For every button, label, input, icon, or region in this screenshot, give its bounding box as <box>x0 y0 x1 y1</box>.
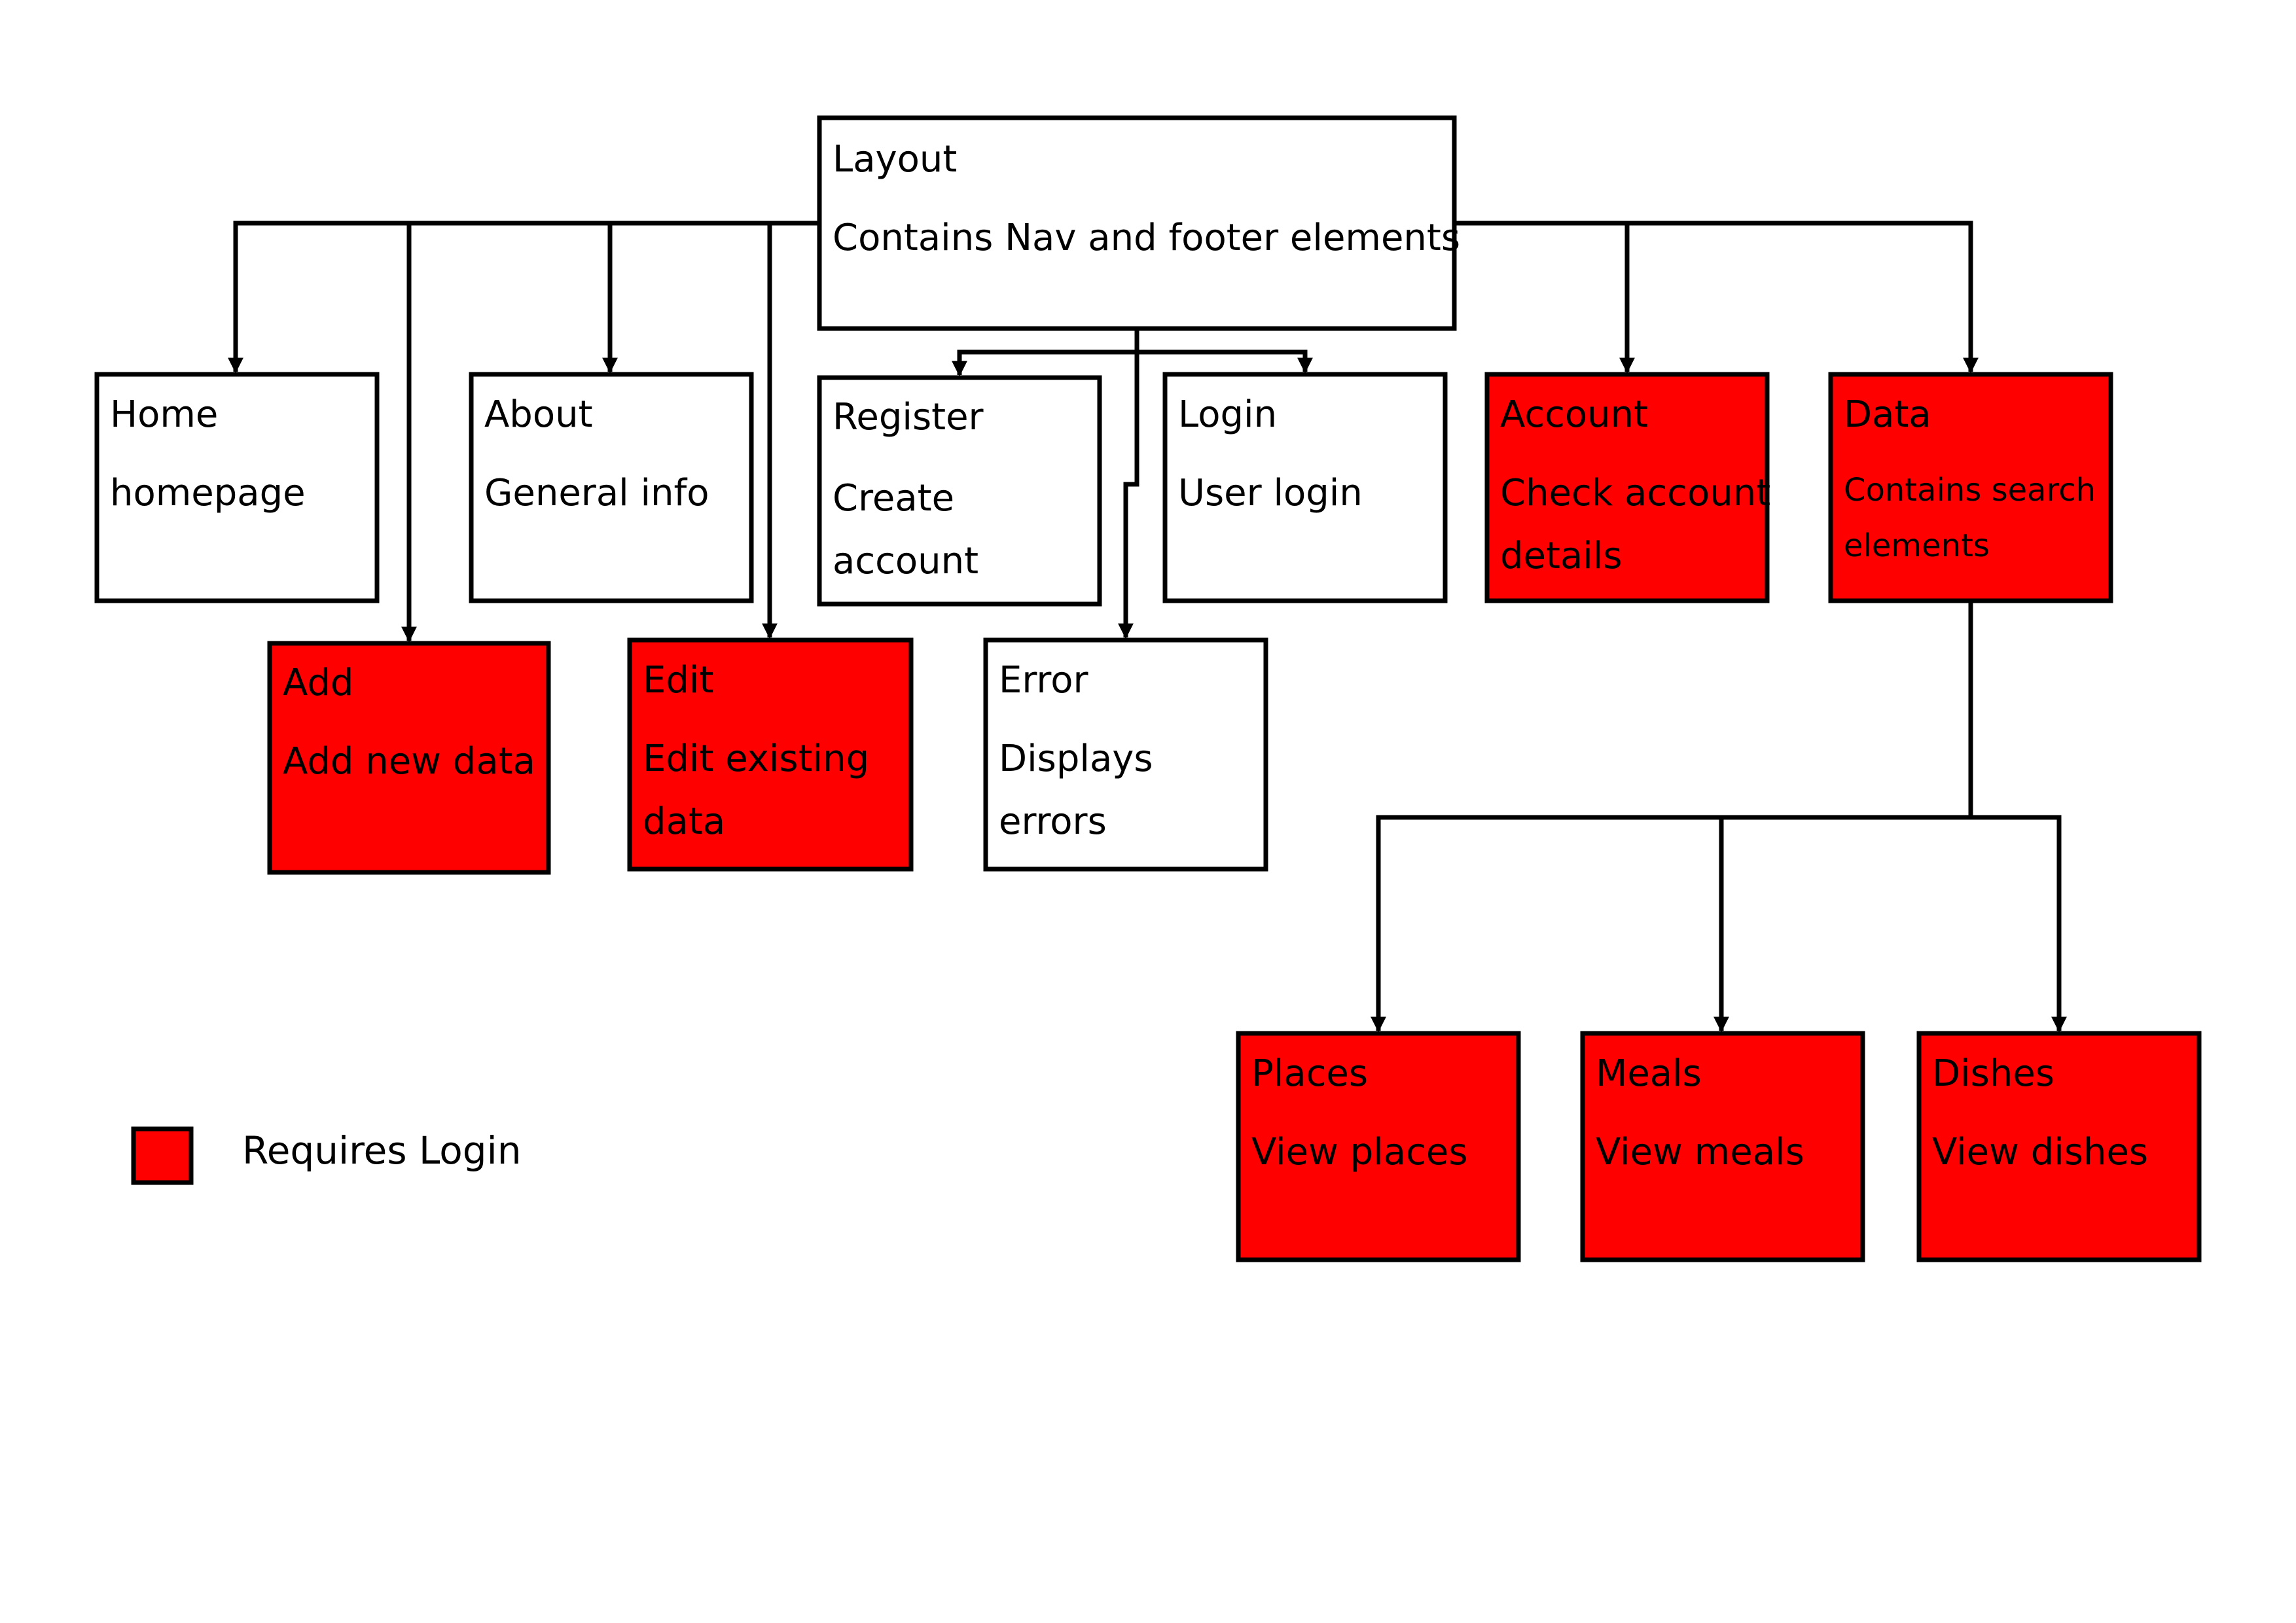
node-register-title: Register <box>833 396 984 438</box>
node-add-box <box>267 641 551 875</box>
node-meals-title: Meals <box>1596 1052 1702 1095</box>
node-error-box <box>983 637 1268 872</box>
node-edit-box <box>627 637 914 872</box>
node-register-desc-line: account <box>833 540 978 582</box>
edge-data-dishes <box>1971 815 2067 1033</box>
node-places-desc-line: View places <box>1251 1131 1468 1173</box>
node-login-box <box>1162 372 1448 603</box>
node-register-desc-line: Create <box>833 477 954 520</box>
node-home-desc-line: homepage <box>110 472 306 514</box>
edge-layout-account <box>1454 221 1635 374</box>
node-add-desc-line: Add new data <box>283 740 535 783</box>
node-account-desc-line: details <box>1500 535 1623 577</box>
edge-layout-error <box>1118 329 1139 639</box>
node-dishes-box <box>1916 1031 2202 1262</box>
edge-layout-register <box>952 329 1139 377</box>
node-add-title: Add <box>283 662 353 704</box>
node-edit-desc-line: data <box>643 800 725 843</box>
node-error-desc-line: errors <box>999 800 1107 843</box>
node-edit-desc-line: Edit existing <box>643 738 869 780</box>
node-places-title: Places <box>1251 1052 1368 1095</box>
node-layout-desc-line: Contains Nav and footer elements <box>833 217 1460 259</box>
edge-layout-data <box>1627 221 1979 374</box>
node-edit-title: Edit <box>643 659 713 702</box>
edges <box>228 221 2067 1033</box>
node-home-title: Home <box>110 393 218 436</box>
node-account-desc-line: Check account <box>1500 472 1770 514</box>
node-meals-desc-line: View meals <box>1596 1131 1804 1173</box>
node-dishes-desc-line: View dishes <box>1932 1131 2148 1173</box>
legend: Requires Login <box>131 1126 521 1185</box>
node-dishes-title: Dishes <box>1932 1052 2054 1095</box>
legend-swatch <box>131 1126 194 1185</box>
node-login-desc-line: User login <box>1178 472 1363 514</box>
node-about-desc-line: General info <box>484 472 709 514</box>
edge-data-places <box>1371 601 1973 1033</box>
node-about-title: About <box>484 393 593 436</box>
node-register-box <box>817 375 1102 607</box>
node-home-box <box>94 372 380 603</box>
node-error-title: Error <box>999 659 1088 702</box>
edge-layout-login <box>1137 349 1313 374</box>
node-meals-box <box>1580 1031 1865 1262</box>
node-account-title: Account <box>1500 393 1648 436</box>
node-places-box <box>1236 1031 1521 1262</box>
node-home: Home homepage <box>94 372 380 603</box>
node-data-title: Data <box>1844 393 1931 436</box>
node-data-desc-line: elements <box>1844 527 1990 564</box>
node-error-desc-line: Displays <box>999 738 1153 780</box>
node-account-box <box>1484 372 1770 603</box>
node-data-box <box>1828 372 2113 603</box>
edge-layout-home <box>228 221 819 374</box>
legend-label: Requires Login <box>242 1128 521 1173</box>
node-about-box <box>469 372 754 603</box>
node-login-title: Login <box>1178 393 1277 436</box>
node-layout-title: Layout <box>833 138 957 181</box>
node-layout-box <box>817 115 1457 331</box>
node-data-desc-line: Contains search <box>1844 472 2096 508</box>
